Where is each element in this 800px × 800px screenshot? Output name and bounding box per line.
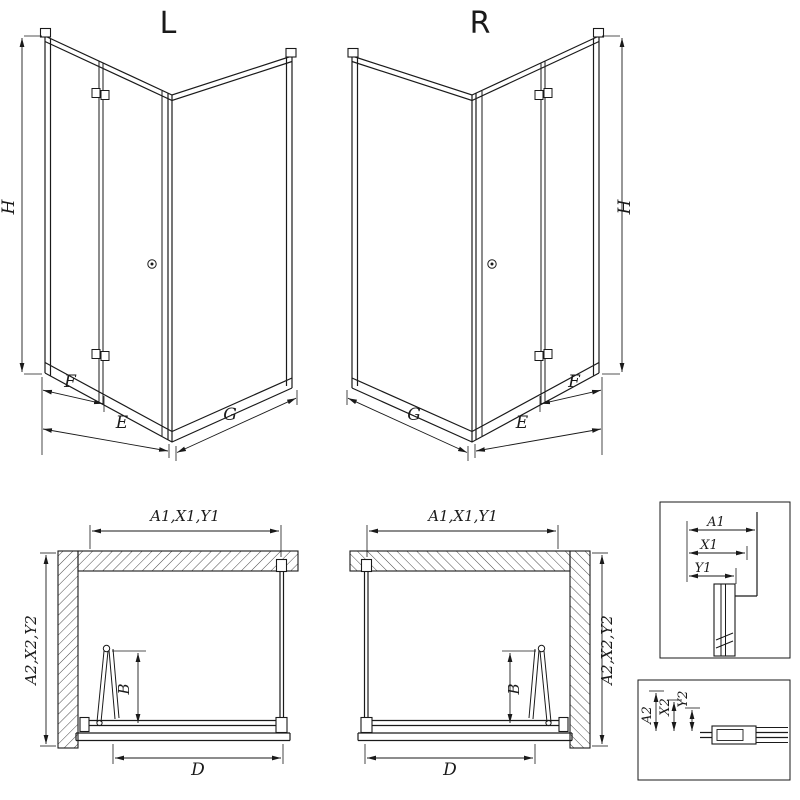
iso-left-structure: [22, 29, 297, 462]
dim-label-b-right: B: [505, 683, 523, 695]
dim-label-x1-detail: X1: [699, 538, 718, 553]
plan-left-structure: [40, 525, 298, 764]
iso-right-structure: [347, 29, 622, 462]
dim-label-y1-detail: Y1: [695, 561, 712, 576]
dim-label-e-left: E: [115, 413, 129, 433]
dim-label-a2x2y2-right: A2,X2,Y2: [598, 615, 616, 687]
detail-a1-box: A1 X1 Y1: [659, 501, 791, 659]
dim-label-y2-detail: Y2: [676, 691, 691, 708]
dim-label-g-right: G: [407, 405, 421, 425]
dim-label-b-left: B: [115, 683, 133, 695]
dim-label-a1-detail: A1: [706, 515, 725, 530]
view-label-l: L: [160, 6, 177, 41]
dim-label-d-right: D: [442, 760, 457, 780]
dim-label-a1x1y1-right: A1,X1,Y1: [426, 507, 498, 525]
dim-label-a1x1y1-left: A1,X1,Y1: [148, 507, 220, 525]
iso-left-view: L H F E G: [0, 6, 297, 461]
dim-label-a2-detail: A2: [640, 706, 655, 725]
view-label-r: R: [470, 6, 491, 41]
dim-label-h-right: H: [615, 198, 635, 215]
plan-right-view: A1,X1,Y1 A2,X2,Y2 B D: [350, 507, 616, 780]
dim-label-x2-detail: X2: [658, 698, 673, 717]
dim-label-a2x2y2-left: A2,X2,Y2: [22, 615, 40, 687]
iso-right-view: R H F E G: [347, 6, 635, 461]
detail-a2-box: A2 X2 Y2: [637, 679, 791, 781]
dim-label-d-left: D: [190, 760, 205, 780]
dim-label-h-left: H: [0, 198, 19, 215]
plan-right-structure: [350, 525, 608, 764]
dim-label-f-right: F: [567, 372, 581, 392]
dim-label-g-left: G: [223, 405, 237, 425]
dim-label-e-right: E: [515, 413, 529, 433]
plan-left-view: A1,X1,Y1 A2,X2,Y2 B D: [22, 507, 298, 780]
dim-label-f-left: F: [63, 372, 77, 392]
